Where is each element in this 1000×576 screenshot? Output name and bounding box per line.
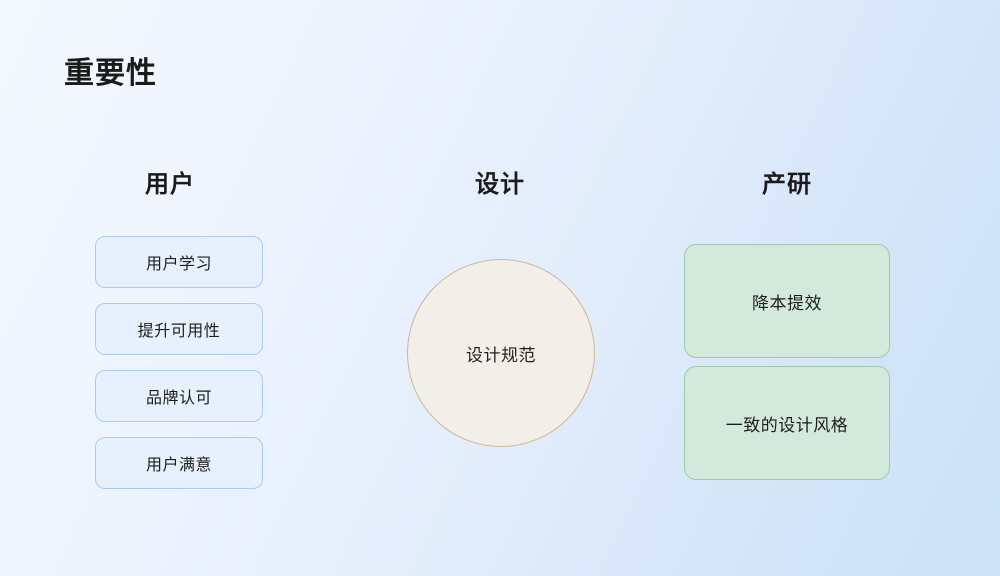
rnd-card-label: 降本提效 <box>752 293 822 313</box>
column-header-users: 用户 <box>145 171 195 198</box>
users-card-list: 用户学习 提升可用性 品牌认可 用户满意 <box>95 236 263 489</box>
user-card[interactable]: 用户满意 <box>95 437 263 489</box>
user-card[interactable]: 提升可用性 <box>95 303 263 355</box>
column-header-design: 设计 <box>475 171 525 198</box>
rnd-card-label: 一致的设计风格 <box>725 415 849 435</box>
rnd-card[interactable]: 降本提效 <box>684 244 890 358</box>
user-card-label: 品牌认可 <box>145 390 212 407</box>
design-spec-label: 设计规范 <box>466 345 536 365</box>
user-card-label: 用户学习 <box>145 256 212 273</box>
column-header-rnd: 产研 <box>762 171 812 198</box>
user-card-label: 提升可用性 <box>137 323 221 340</box>
user-card-label: 用户满意 <box>145 457 212 474</box>
rnd-card[interactable]: 一致的设计风格 <box>684 366 890 480</box>
user-card[interactable]: 用户学习 <box>95 236 263 288</box>
page-title: 重要性 <box>64 57 157 90</box>
user-card[interactable]: 品牌认可 <box>95 370 263 422</box>
design-spec-circle[interactable]: 设计规范 <box>407 259 595 447</box>
rnd-card-list: 降本提效 一致的设计风格 <box>684 244 890 480</box>
